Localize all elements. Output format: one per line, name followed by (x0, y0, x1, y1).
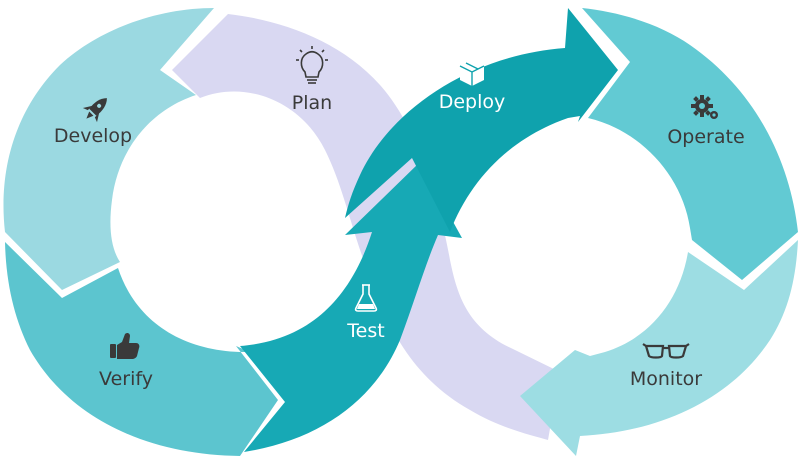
test-label: Test (346, 320, 384, 342)
deploy-arrow (345, 8, 618, 232)
lightbulb-icon (296, 46, 328, 84)
thumbs-up-icon (110, 332, 140, 359)
package-icon (459, 60, 485, 86)
verify-arrow (5, 242, 278, 456)
test-arrow (240, 162, 462, 452)
develop-label: Develop (54, 125, 132, 147)
flask-icon (354, 284, 378, 312)
operate-label: Operate (667, 126, 744, 148)
operate-arrow (582, 8, 798, 280)
deploy-label: Deploy (439, 91, 506, 113)
verify-label: Verify (99, 368, 153, 390)
monitor-label: Monitor (630, 368, 702, 390)
develop-arrow (3, 8, 214, 290)
plan-label: Plan (292, 92, 332, 114)
glasses-icon (642, 343, 690, 359)
rocket-icon (82, 98, 107, 123)
gears-icon (691, 95, 718, 119)
monitor-arrow (520, 240, 798, 456)
